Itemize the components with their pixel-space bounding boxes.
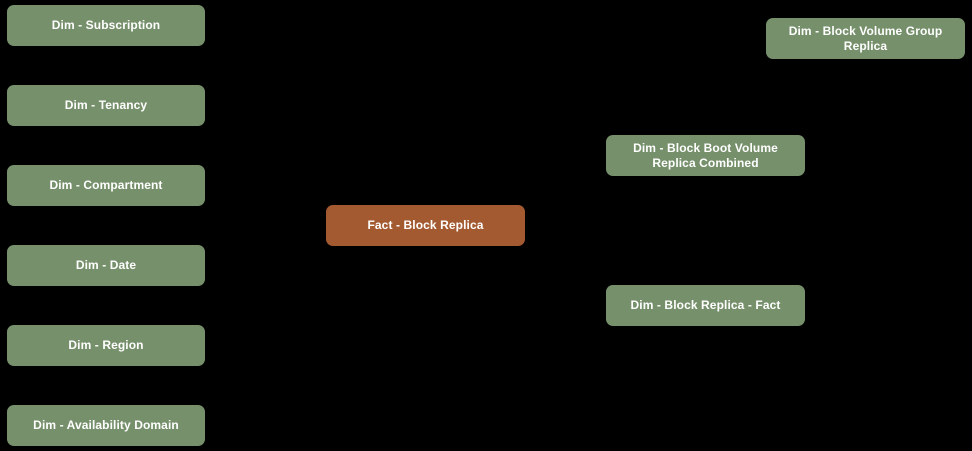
node-dim-compartment[interactable]: Dim - Compartment xyxy=(7,165,205,206)
node-fact-block-replica[interactable]: Fact - Block Replica xyxy=(326,205,525,246)
node-dim-subscription[interactable]: Dim - Subscription xyxy=(7,5,205,46)
node-label: Fact - Block Replica xyxy=(367,218,484,232)
node-dim-block-volume-group-replica[interactable]: Dim - Block Volume Group Replica xyxy=(766,18,965,59)
node-dim-date[interactable]: Dim - Date xyxy=(7,245,205,286)
node-label: Dim - Tenancy xyxy=(64,98,148,112)
node-dim-block-boot-volume-replica-combined[interactable]: Dim - Block Boot Volume Replica Combined xyxy=(606,135,805,176)
node-label: Dim - Block Volume Group Replica xyxy=(788,23,943,53)
node-label: Dim - Block Replica - Fact xyxy=(630,298,781,312)
node-label: Dim - Compartment xyxy=(49,178,163,192)
node-dim-block-replica-fact[interactable]: Dim - Block Replica - Fact xyxy=(606,285,805,326)
node-label: Dim - Date xyxy=(75,258,137,272)
node-label: Dim - Availability Domain xyxy=(33,418,179,432)
node-dim-availability-domain[interactable]: Dim - Availability Domain xyxy=(7,405,205,446)
node-label: Dim - Subscription xyxy=(51,18,161,32)
node-label: Dim - Block Boot Volume Replica Combined xyxy=(633,140,778,170)
node-label: Dim - Region xyxy=(68,338,144,352)
node-dim-region[interactable]: Dim - Region xyxy=(7,325,205,366)
node-dim-tenancy[interactable]: Dim - Tenancy xyxy=(7,85,205,126)
